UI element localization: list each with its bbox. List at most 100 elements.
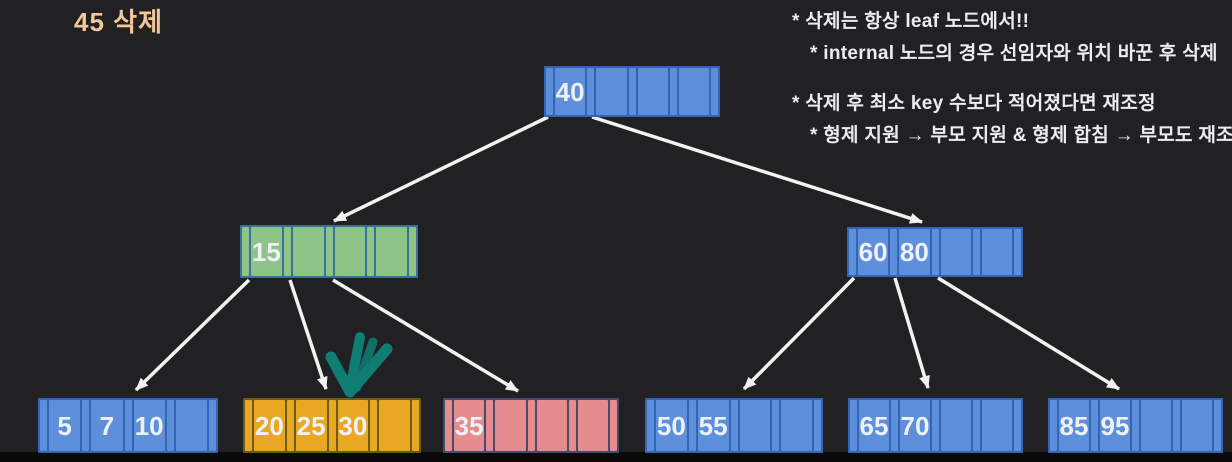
key-cell: 30 (337, 400, 369, 451)
pointer-cell (166, 400, 174, 451)
key-cell: 40 (555, 68, 586, 115)
pointer-cell (931, 229, 939, 275)
pointer-cell (209, 400, 216, 451)
key-cell (739, 400, 771, 451)
key-cell (175, 400, 207, 451)
note-line: * 삭제는 항상 leaf 노드에서!! (792, 11, 1030, 32)
pointer-cell (730, 400, 738, 451)
pointer-cell (972, 229, 980, 275)
pointer-cell (647, 400, 654, 451)
key-cell: 25 (295, 400, 327, 451)
pointer-cell (814, 400, 821, 451)
pointer-cell (325, 227, 333, 276)
key-cell: 60 (858, 229, 889, 275)
page-title: 45 삭제 (74, 7, 163, 37)
pointer-cell (242, 227, 249, 276)
pointer-cell (891, 400, 898, 451)
edge-60-80-to-65-70 (893, 277, 930, 389)
edge-60-80-to-50-55 (742, 276, 856, 391)
pointer-cell (412, 400, 419, 451)
note-line: * 삭제 후 최소 key 수보다 적어졌다면 재조정 (792, 93, 1156, 114)
pointer-cell (40, 400, 47, 451)
key-cell: 85 (1059, 400, 1089, 451)
key-cell: 5 (49, 400, 81, 451)
key-cell: 55 (697, 400, 729, 451)
edge-60-80-to-85-95 (937, 276, 1120, 391)
pointer-cell (628, 68, 636, 115)
key-cell: 70 (900, 400, 930, 451)
key-cell: 15 (251, 227, 282, 276)
pointer-cell (568, 400, 576, 451)
btree-leaf-35: 35 (443, 398, 619, 453)
pointer-cell (370, 400, 378, 451)
btree-node-root: 40 (544, 66, 720, 117)
btree-node-15: 15 (240, 225, 418, 278)
key-cell: 65 (859, 400, 889, 451)
key-cell (536, 400, 567, 451)
pointer-cell (669, 68, 677, 115)
pointer-cell (546, 68, 553, 115)
pointer-cell (286, 400, 294, 451)
key-cell (637, 68, 668, 115)
pointer-cell (1132, 400, 1139, 451)
pointer-cell (932, 400, 939, 451)
pointer-cell (973, 400, 980, 451)
pointer-cell (527, 400, 535, 451)
key-cell (940, 229, 971, 275)
key-cell (596, 68, 627, 115)
pointer-cell (772, 400, 780, 451)
key-cell: 95 (1100, 400, 1130, 451)
note-line: * 형제 지원 → 부모 지원 & 형제 합침 → 부모도 재조정 (810, 125, 1232, 146)
edge-15-to-5-7-10 (134, 278, 251, 392)
pointer-cell (245, 400, 252, 451)
edge-15-to-20-25-30 (288, 279, 328, 390)
key-cell (1141, 400, 1171, 451)
key-cell (376, 227, 407, 276)
pointer-cell (1173, 400, 1180, 451)
key-cell: 20 (254, 400, 285, 451)
key-cell: 50 (656, 400, 687, 451)
pointer-cell (124, 400, 132, 451)
key-cell (334, 227, 366, 276)
note-line: * internal 노드의 경우 선임자와 위치 바꾼 후 삭제 (810, 43, 1218, 64)
pointer-cell (367, 227, 375, 276)
key-cell (577, 400, 608, 451)
pointer-cell (890, 229, 898, 275)
key-cell (941, 400, 971, 451)
edge-15-to-35 (332, 278, 519, 393)
pointer-cell (1014, 400, 1021, 451)
key-cell (678, 68, 709, 115)
key-cell: 35 (454, 400, 485, 451)
pointer-cell (82, 400, 90, 451)
bottom-band (0, 452, 1232, 462)
key-cell (292, 227, 324, 276)
key-cell (981, 229, 1012, 275)
key-cell: 80 (899, 229, 930, 275)
pointer-cell (283, 227, 291, 276)
pointer-cell (486, 400, 494, 451)
key-cell: 10 (133, 400, 165, 451)
pointer-cell (409, 227, 416, 276)
pointer-cell (1214, 400, 1221, 451)
key-cell (781, 400, 812, 451)
pointer-cell (1050, 400, 1057, 451)
highlight-arrow-icon (325, 332, 393, 398)
key-cell (379, 400, 410, 451)
pointer-cell (711, 68, 718, 115)
pointer-cell (587, 68, 595, 115)
pointer-cell (328, 400, 336, 451)
key-cell (982, 400, 1012, 451)
key-cell (1182, 400, 1212, 451)
pointer-cell (688, 400, 696, 451)
pointer-cell (850, 400, 857, 451)
edge-root-to-15 (333, 115, 549, 223)
key-cell: 7 (91, 400, 123, 451)
pointer-cell (1014, 229, 1021, 275)
